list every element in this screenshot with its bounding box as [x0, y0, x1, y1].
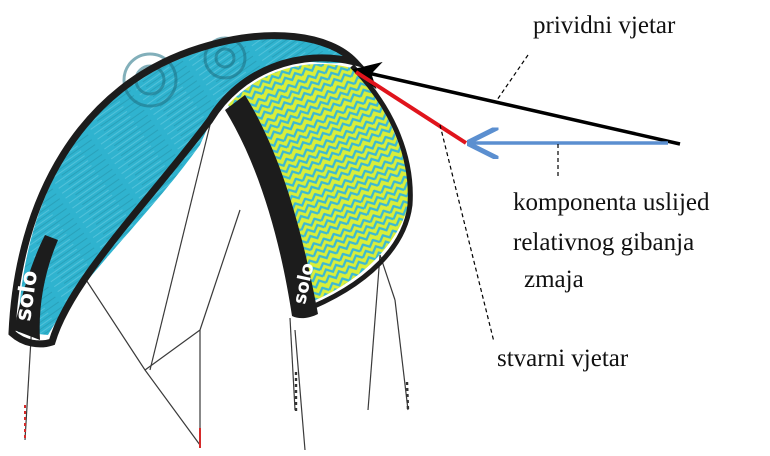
wind-vectors [355, 70, 680, 144]
kite-motion-label-line1: komponenta uslijed [513, 189, 710, 216]
apparent-wind-leader [497, 55, 528, 100]
kite-motion-label-line3: zmaja [524, 266, 584, 293]
true-wind-label: stvarni vjetar [497, 345, 629, 372]
line-tips [25, 372, 408, 448]
apparent-wind-arrow [355, 70, 680, 144]
true-wind-leader [440, 125, 494, 342]
apparent-wind-label: prividni vjetar [533, 12, 676, 39]
kite-motion-label-line2: relativnog gibanja [513, 229, 694, 256]
